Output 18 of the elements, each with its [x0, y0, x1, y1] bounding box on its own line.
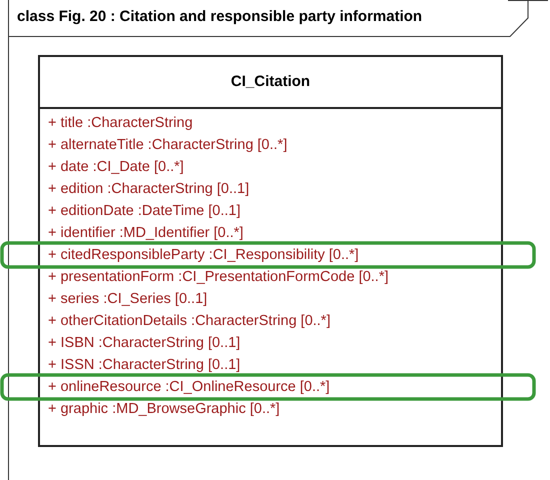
attribute-row: + title :CharacterString	[48, 114, 193, 132]
attribute-row: + editionDate :DateTime [0..1]	[48, 202, 240, 220]
class-box	[38, 55, 503, 447]
attribute-row: + identifier :MD_Identifier [0..*]	[48, 224, 244, 242]
frame-title: class Fig. 20 : Citation and responsible party information	[17, 8, 422, 25]
attribute-row: + otherCitationDetails :CharacterString [0..*]	[48, 312, 330, 330]
class-name: CI_Citation	[230, 73, 312, 90]
attribute-row: + graphic :MD_BrowseGraphic [0..*]	[48, 400, 280, 418]
attribute-row: + ISSN :CharacterString [0..1]	[48, 356, 240, 374]
attribute-row: + edition :CharacterString [0..1]	[48, 180, 250, 198]
attribute-row: + ISBN :CharacterString [0..1]	[48, 334, 240, 352]
attribute-row: + presentationForm :CI_PresentationFormCode [0..*]	[48, 268, 389, 286]
attribute-row: + date :CI_Date [0..*]	[48, 158, 184, 176]
attribute-row: + onlineResource :CI_OnlineResource [0..*]	[48, 378, 330, 396]
attribute-row: + citedResponsibleParty :CI_Responsibility [0..*]	[48, 246, 359, 264]
attribute-row: + series :CI_Series [0..1]	[48, 290, 208, 308]
attribute-row: + alternateTitle :CharacterString [0..*]	[48, 136, 288, 154]
uml-frame	[8, 0, 550, 480]
